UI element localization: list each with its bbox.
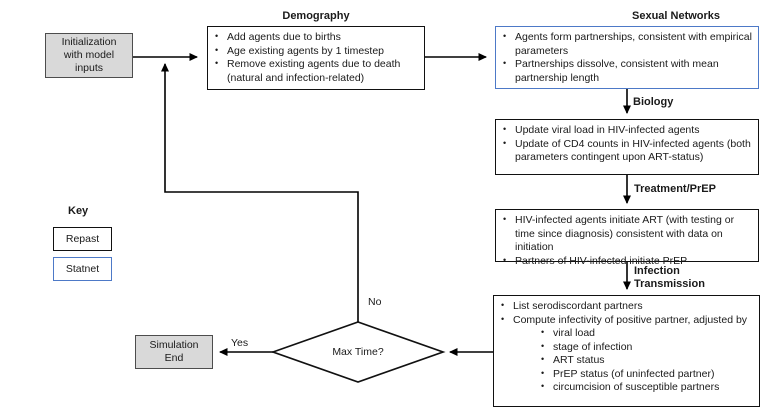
demography-title: Demography [282,10,350,22]
list-item: HIV-infected agents initiate ART (with t… [500,213,754,255]
treatment-list: HIV-infected agents initiate ART (with t… [500,213,754,269]
key-title: Key [68,205,89,217]
sexual-networks-title: Sexual Networks [632,10,721,22]
list-item: Age existing agents by 1 timestep [212,44,420,59]
sexual-networks-list: Agents form partnerships, consistent wit… [500,30,754,85]
sexual-networks-box: Agents form partnerships, consistent wit… [495,26,759,89]
infection-list: List serodiscordant partners Compute inf… [498,299,755,328]
list-item: Partnerships dissolve, consistent with m… [500,57,754,85]
list-item: Add agents due to births [212,30,420,45]
treatment-box: HIV-infected agents initiate ART (with t… [495,209,759,267]
list-item: List serodiscordant partners [498,299,755,314]
list-item: ART status [538,353,755,368]
edge-label-no: No [368,296,382,308]
infection-title: Infection Transmission [634,265,705,290]
edge-label-yes: Yes [231,337,249,349]
infection-box: List serodiscordant partners Compute inf… [493,295,760,407]
list-item: Update of CD4 counts in HIV-infected age… [500,137,754,165]
list-item: stage of infection [538,340,755,355]
list-item: Remove existing agents due to death (nat… [212,57,420,85]
list-item: Partners of HIV-infected initiate PrEP [500,254,754,269]
biology-title: Biology [633,96,674,108]
demography-list: Add agents due to births Age existing ag… [212,30,420,85]
biology-list: Update viral load in HIV-infected agents… [500,123,754,165]
decision-label: Max Time? [332,346,384,358]
list-item: Agents form partnerships, consistent wit… [500,30,754,58]
node-initialization: Initialization with model inputs [45,33,133,78]
list-item: viral load [538,326,755,341]
biology-box: Update viral load in HIV-infected agents… [495,119,759,175]
key-statnet-box: Statnet [53,257,112,281]
list-item: Update viral load in HIV-infected agents [500,123,754,138]
demography-box: Add agents due to births Age existing ag… [207,26,425,90]
arrow-decision-loopback [161,63,359,322]
treatment-title: Treatment/PrEP [634,183,716,195]
list-item: circumcision of susceptible partners [538,380,755,395]
list-item: PrEP status (of uninfected partner) [538,367,755,382]
list-item: Compute infectivity of positive partner,… [498,313,755,328]
node-simulation-end: Simulation End [135,335,213,369]
infection-sublist: viral load stage of infection ART status… [538,326,755,395]
key-repast-box: Repast [53,227,112,251]
